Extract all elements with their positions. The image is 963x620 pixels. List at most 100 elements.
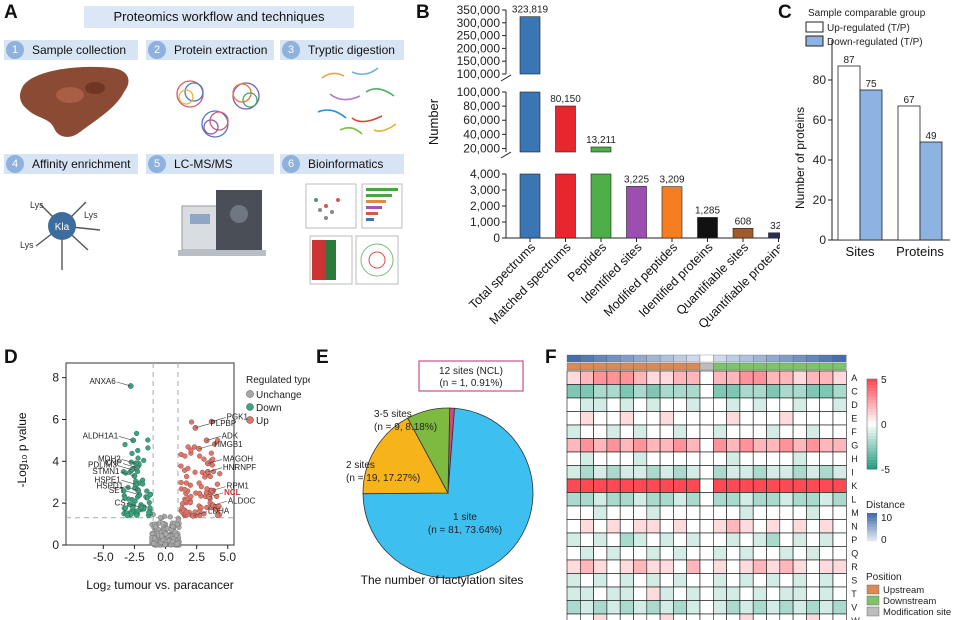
heatmap-cell bbox=[566, 397, 581, 412]
heatmap-cell bbox=[579, 519, 594, 534]
point-label: ADK bbox=[222, 431, 239, 440]
row-label: N bbox=[851, 522, 858, 532]
colorbar-cell bbox=[867, 397, 877, 401]
point-unchange bbox=[162, 542, 168, 548]
heatmap-cell bbox=[792, 600, 807, 615]
heatmap-cell bbox=[713, 451, 727, 466]
heatmap-cell bbox=[659, 438, 674, 453]
colorbar-cell bbox=[867, 430, 877, 434]
heatmap-cell bbox=[619, 451, 634, 466]
heatmap-cell bbox=[713, 478, 727, 493]
heatmap-cell bbox=[619, 600, 634, 615]
point-up bbox=[198, 505, 204, 511]
label-leader bbox=[192, 511, 208, 517]
heatmap-cell bbox=[752, 492, 767, 507]
heatmap-cell bbox=[606, 505, 621, 520]
bar-segment bbox=[519, 91, 541, 153]
x-tick-label: -2.5 bbox=[124, 550, 145, 564]
data-label: 3,209 bbox=[659, 175, 684, 186]
heatmap-cell bbox=[713, 559, 727, 574]
heatmap-cell bbox=[606, 384, 621, 399]
mass-spectrometer-icon bbox=[178, 190, 266, 256]
heatmap-cell bbox=[739, 519, 754, 534]
heatmap-cell bbox=[686, 600, 701, 615]
position-cell bbox=[713, 362, 727, 371]
point-down bbox=[141, 457, 147, 463]
heatmap-cell bbox=[779, 411, 794, 426]
heatmap-cell bbox=[619, 465, 634, 480]
bioinformatics-figures-icon bbox=[305, 183, 403, 285]
position-cell bbox=[686, 362, 701, 371]
heatmap-cell bbox=[819, 384, 834, 399]
heatmap-cell bbox=[673, 424, 687, 439]
antibody-icon: Kla Lys Lys Lys bbox=[20, 200, 101, 270]
heatmap-cell bbox=[646, 424, 661, 439]
step-affinity-enrichment: 4 Affinity enrichment bbox=[4, 154, 138, 174]
position-cell bbox=[739, 362, 754, 371]
step-number: 5 bbox=[148, 155, 166, 173]
heatmap-cell bbox=[806, 532, 820, 547]
point-label: PDLIM3 bbox=[88, 461, 117, 470]
step-number: 4 bbox=[6, 155, 24, 173]
row-label: P bbox=[851, 535, 857, 545]
heatmap-cell bbox=[739, 411, 754, 426]
heatmap-cell bbox=[593, 397, 608, 412]
label-leader bbox=[120, 471, 135, 477]
heatmap-cell bbox=[606, 465, 621, 480]
labeled-point bbox=[205, 468, 211, 475]
distance-cell bbox=[566, 354, 581, 363]
heatmap-cell bbox=[619, 478, 634, 493]
heatmap-cell bbox=[766, 505, 781, 520]
heatmap-cell bbox=[606, 532, 621, 547]
heatmap-cell bbox=[579, 613, 594, 620]
point-up bbox=[183, 509, 190, 515]
heatmap-cell bbox=[659, 519, 674, 534]
heatmap-cell bbox=[739, 600, 754, 615]
heatmap-cell bbox=[806, 546, 820, 561]
heatmap-cell bbox=[566, 532, 581, 547]
y-tick-label: 200,000 bbox=[457, 41, 501, 55]
heatmap-cell bbox=[686, 438, 701, 453]
y-tick-label: 8 bbox=[52, 371, 59, 385]
data-label: 608 bbox=[735, 216, 752, 227]
point-label: MDH2 bbox=[98, 454, 121, 463]
heatmap-cell bbox=[673, 586, 687, 601]
heatmap-cell bbox=[673, 546, 687, 561]
position-cell bbox=[753, 362, 767, 371]
heatmap-cell bbox=[766, 492, 781, 507]
point-up bbox=[215, 512, 221, 519]
heatmap-cell bbox=[713, 519, 727, 534]
heatmap-cell bbox=[659, 451, 674, 466]
heatmap-cell bbox=[819, 492, 834, 507]
colorbar-cell bbox=[867, 394, 877, 398]
label-leader bbox=[121, 480, 136, 485]
point-up bbox=[211, 441, 218, 447]
y-tick-label: 20 bbox=[813, 193, 827, 207]
heatmap-cell bbox=[726, 465, 741, 480]
point-label: PLPBP bbox=[210, 419, 236, 428]
distance-legend-title: Distance bbox=[866, 500, 905, 511]
heatmap-cell bbox=[766, 397, 781, 412]
heatmap-cell bbox=[633, 370, 648, 385]
heatmap-cell bbox=[606, 573, 621, 588]
heatmap-cell bbox=[806, 384, 820, 399]
position-cell bbox=[819, 362, 834, 371]
heatmap-cell bbox=[779, 600, 794, 615]
heatmap-cell bbox=[766, 438, 781, 453]
heatmap-cell bbox=[766, 451, 781, 466]
point-up bbox=[196, 490, 203, 497]
colorbar-cell bbox=[867, 421, 877, 425]
heatmap-cell bbox=[739, 505, 754, 520]
point-down bbox=[133, 430, 140, 437]
colorbar-cell bbox=[867, 460, 877, 464]
heatmap-cell bbox=[646, 586, 661, 601]
step-label: Protein extraction bbox=[174, 43, 268, 57]
point-down bbox=[147, 492, 153, 498]
colorbar-label: -5 bbox=[881, 465, 890, 476]
bar bbox=[590, 173, 612, 239]
heatmap-cell bbox=[646, 505, 661, 520]
data-label: 1,285 bbox=[695, 205, 720, 216]
heatmap-cell bbox=[739, 492, 754, 507]
heatmap-cell bbox=[739, 573, 754, 588]
heatmap-cell bbox=[699, 451, 714, 466]
